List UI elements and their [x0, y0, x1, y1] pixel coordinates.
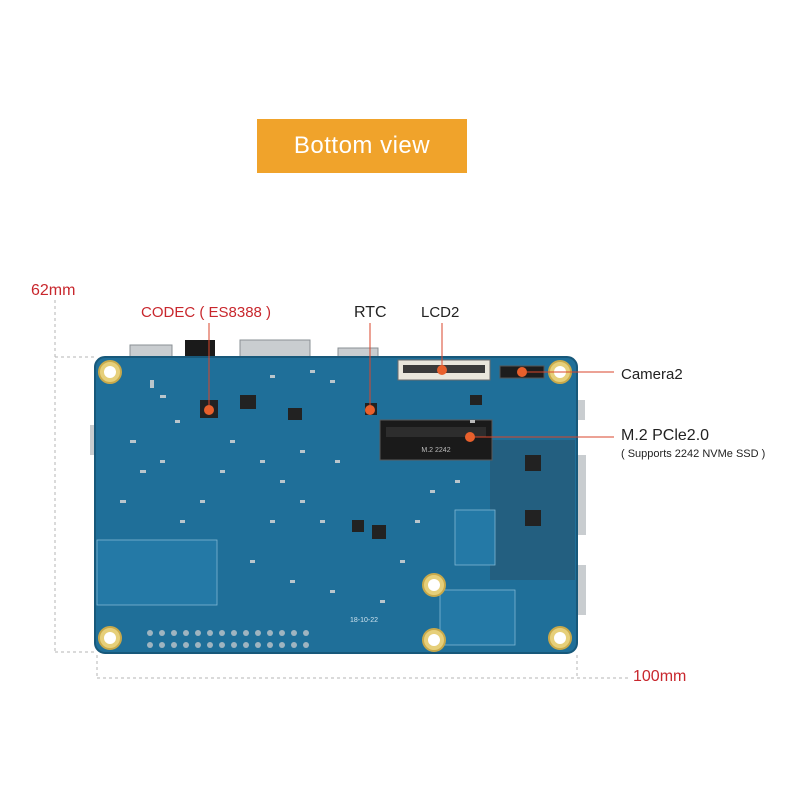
width-dimension: 100mm: [633, 668, 687, 685]
gpio-header: [147, 630, 309, 648]
leader-dots: [204, 365, 527, 442]
silk-date: 18-10-22: [350, 617, 378, 624]
callout-codec: CODEC ( ES8388 ): [141, 304, 272, 321]
height-dimension: 62mm: [31, 282, 76, 299]
dimension-lines: [54, 300, 628, 679]
callout-rtc: RTC: [354, 304, 387, 321]
callout-m2: M.2 PCle2.0: [621, 427, 710, 444]
mounting-holes: [98, 360, 572, 652]
callout-camera2: Camera2: [621, 366, 683, 383]
leader-lines: [208, 323, 614, 438]
callout-m2-sub: ( Supports 2242 NVMe SSD ): [621, 448, 766, 460]
m2-slot-text: M.2 2242: [421, 447, 450, 454]
view-title-banner: Bottom view: [257, 119, 467, 173]
component-pads: [120, 370, 475, 603]
view-title: Bottom view: [293, 132, 431, 159]
m2-slot: M.2 2242: [379, 419, 493, 461]
callout-lcd2: LCD2: [421, 304, 460, 321]
